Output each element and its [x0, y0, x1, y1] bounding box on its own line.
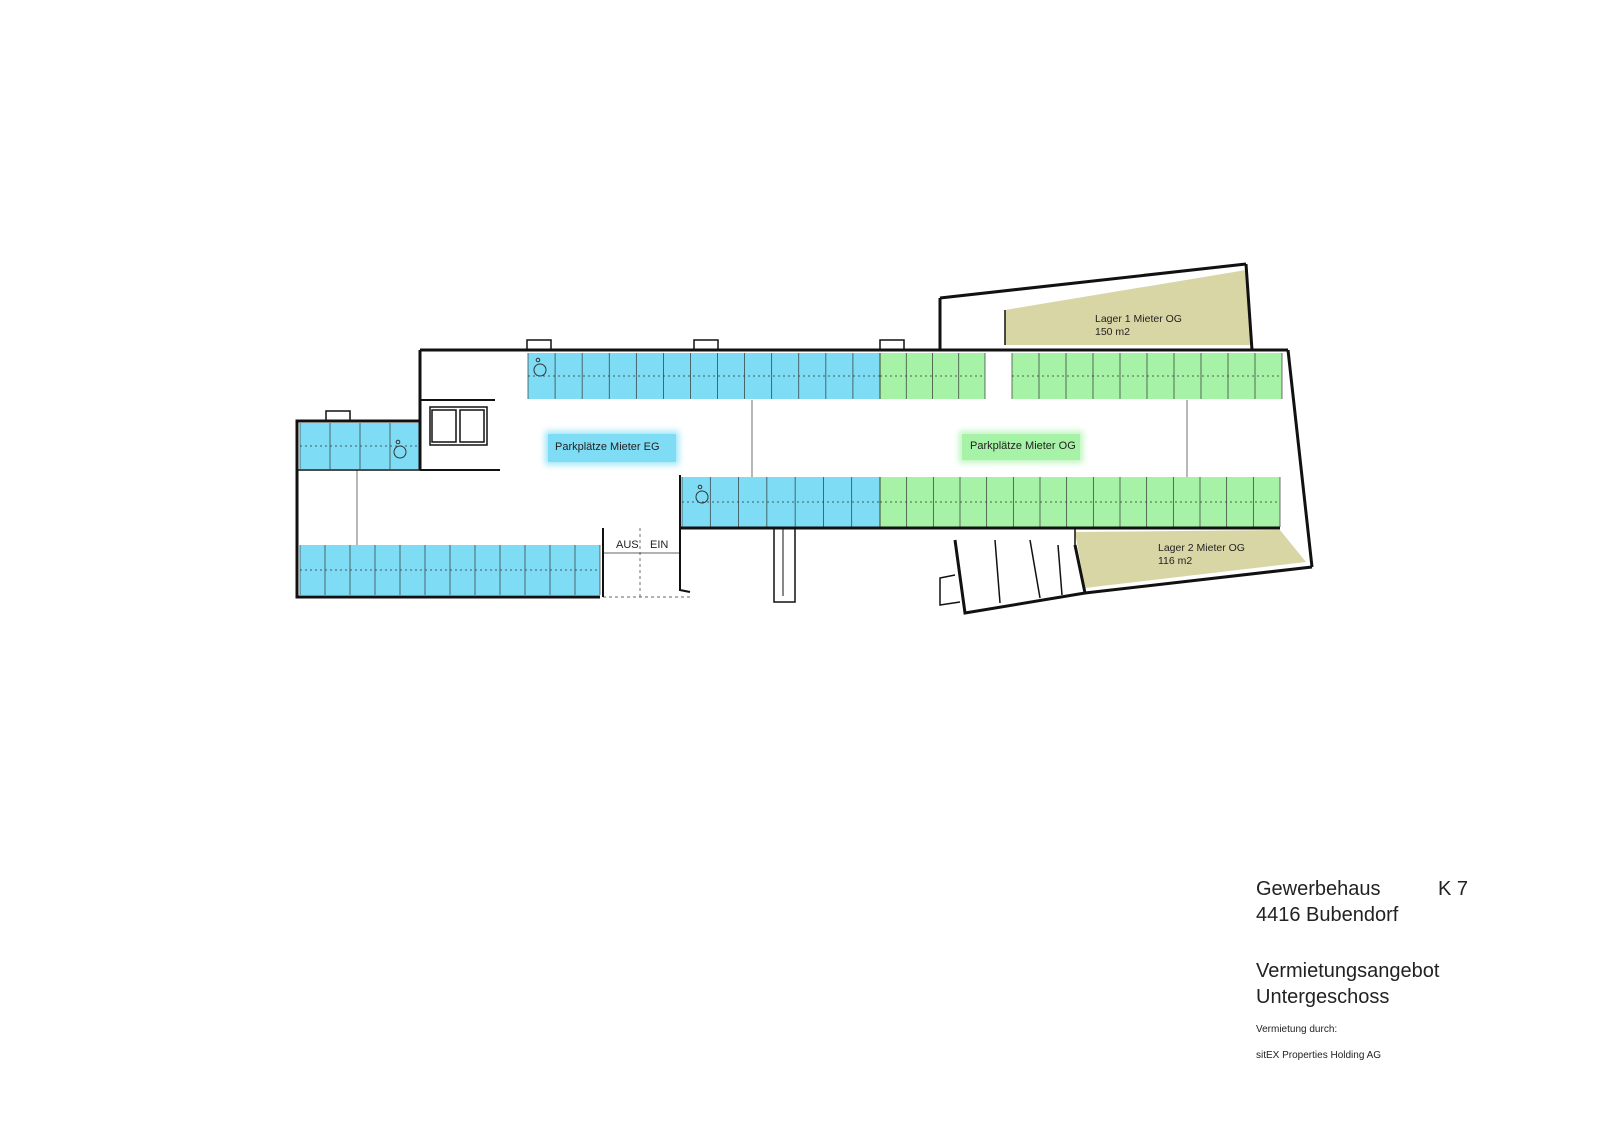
- storage-1-area-fill: [1005, 270, 1252, 345]
- storage-1-label: Lager 1 Mieter OG 150 m2: [1095, 313, 1182, 339]
- ramp-exit-label: AUS: [616, 539, 639, 551]
- ramp-entry-label: EIN: [650, 539, 669, 551]
- storage-2-area-fill: [1075, 530, 1306, 588]
- storage-1-area: 150 m2: [1095, 326, 1131, 338]
- elevators: [429, 406, 488, 446]
- parking-row-south-eg: [682, 477, 880, 527]
- wheelchair-icon-head: [697, 484, 703, 490]
- document-title: Vermietungsangebot: [1256, 960, 1440, 982]
- parking-zone-og-label: Parkplätze Mieter OG: [962, 434, 1080, 460]
- agent-name: sitEX Properties Holding AG: [1256, 1050, 1382, 1061]
- wheelchair-icon: [533, 363, 547, 377]
- floor-name: Untergeschoss: [1256, 986, 1390, 1008]
- address: 4416 Bubendorf: [1256, 904, 1399, 926]
- storage-2-name: Lager 2 Mieter OG: [1158, 542, 1245, 554]
- building-walls: [295, 262, 1314, 615]
- wheelchair-icon-head: [395, 439, 401, 445]
- title-block: Gewerbehaus K 7 4416 Bubendorf Vermietun…: [1256, 876, 1468, 1062]
- parking-zone-eg-label: Parkplätze Mieter EG: [548, 434, 676, 462]
- building-code: K 7: [1437, 878, 1468, 900]
- title-row: Gewerbehaus K 7: [1256, 876, 1468, 902]
- storage-2-area: 116 m2: [1158, 555, 1193, 567]
- wheelchair-icon: [695, 490, 709, 504]
- building-name: Gewerbehaus: [1256, 878, 1381, 900]
- wheelchair-icon: [393, 445, 407, 459]
- storage-1-name: Lager 1 Mieter OG: [1095, 313, 1182, 325]
- wheelchair-icon-head: [535, 357, 541, 363]
- storage-2-label: Lager 2 Mieter OG 116 m2: [1158, 542, 1245, 568]
- agent-label: Vermietung durch:: [1256, 1024, 1338, 1035]
